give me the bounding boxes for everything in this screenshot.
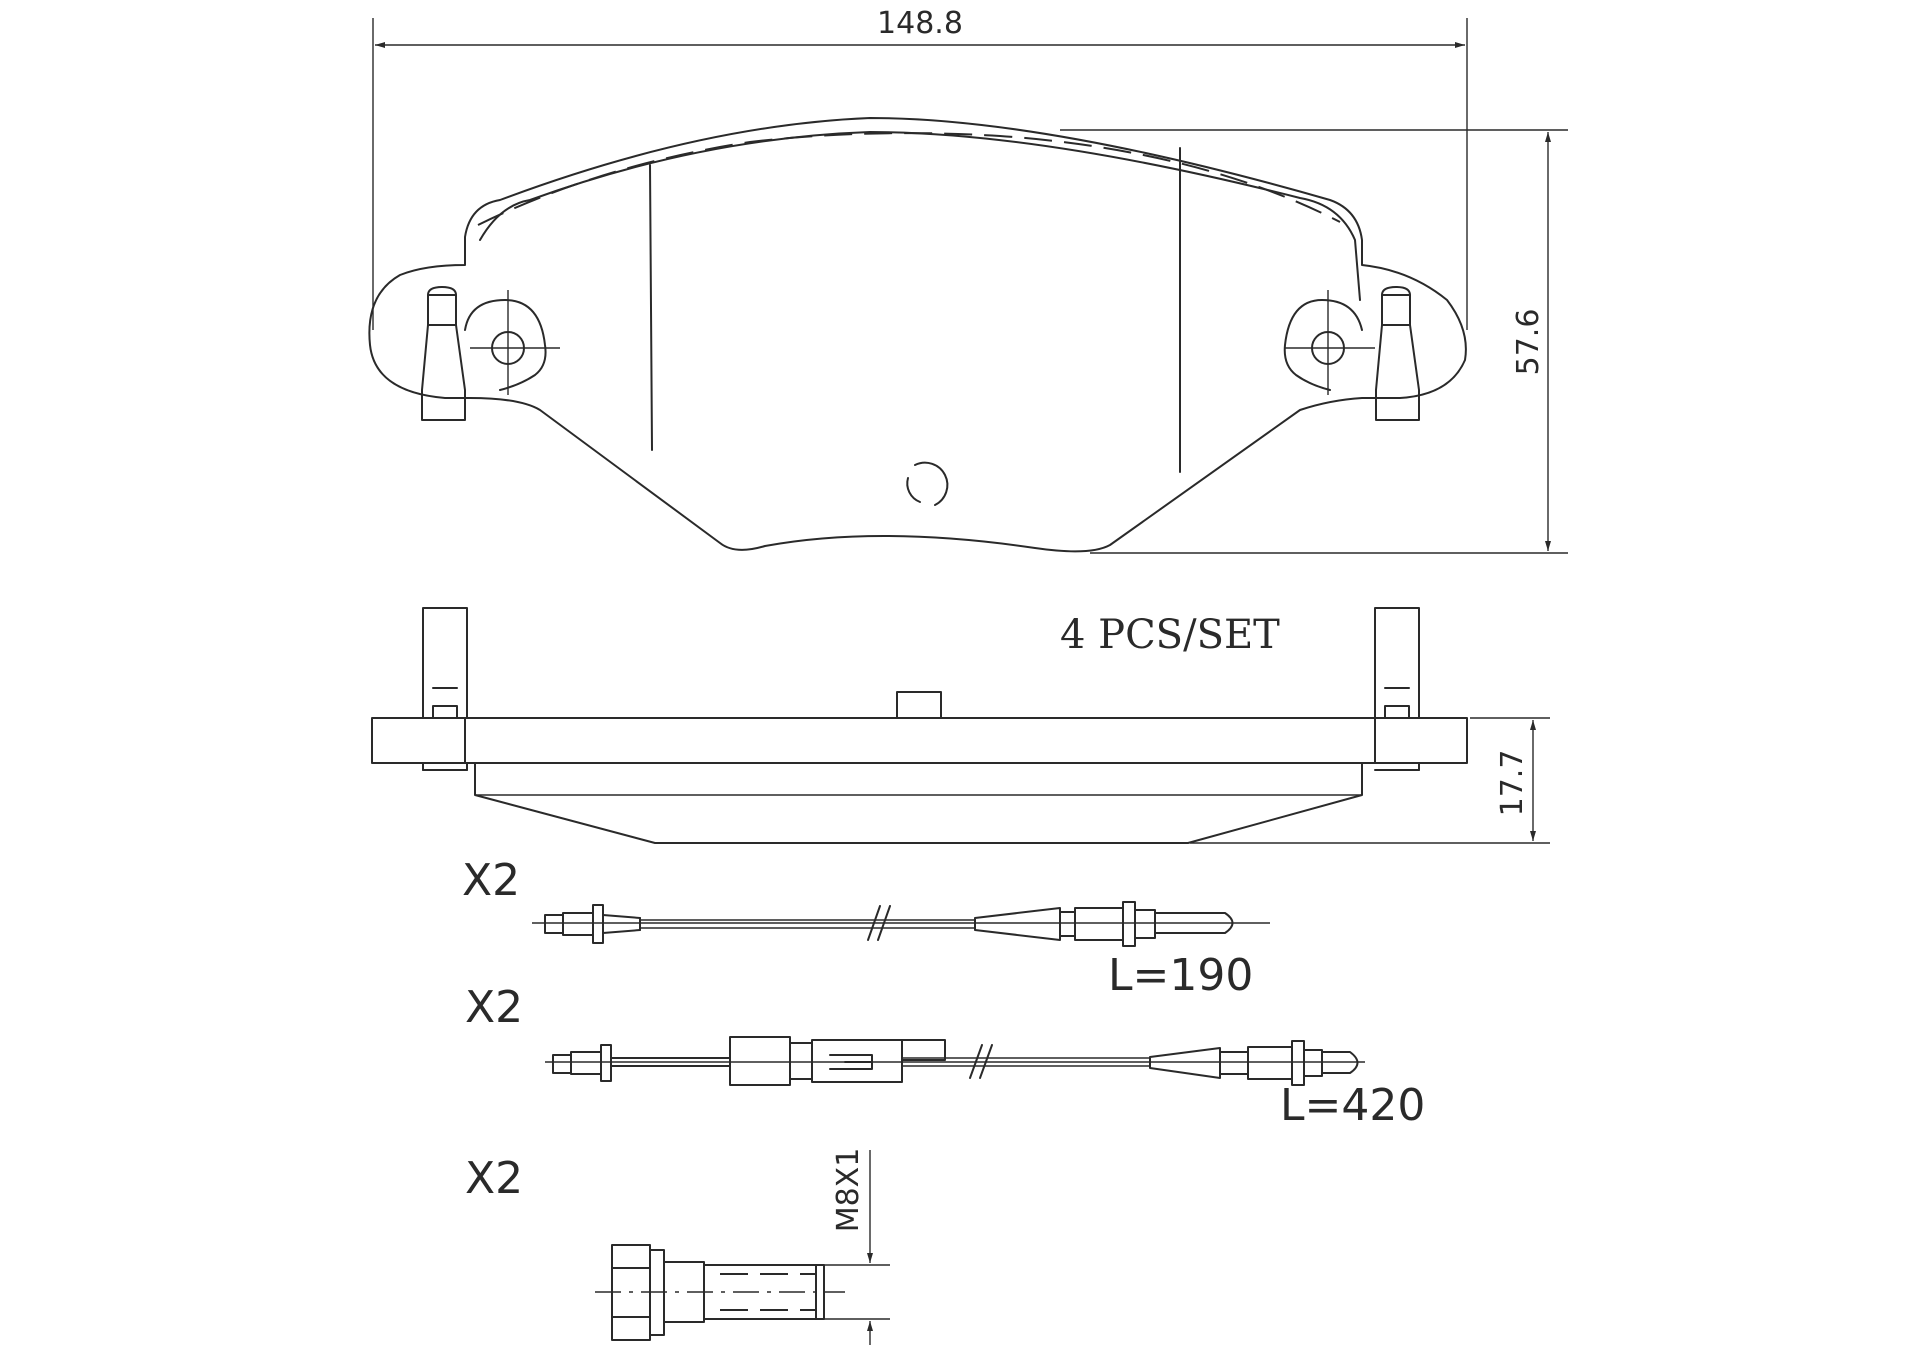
wear-sensor-short xyxy=(532,901,1270,947)
height-dimension: 57.6 xyxy=(1060,129,1568,554)
friction-material-outline xyxy=(479,131,1361,301)
right-mounting-boss xyxy=(1283,299,1363,391)
bolt-head xyxy=(611,1244,651,1341)
sensor-long-length: L=420 xyxy=(1280,1080,1425,1131)
center-tab xyxy=(896,691,942,719)
left-pin-bracket xyxy=(421,294,466,421)
thickness-dimension: 17.7 xyxy=(1190,717,1550,844)
thickness-dimension-label: 17.7 xyxy=(1495,750,1530,817)
sensor-long-quantity: X2 xyxy=(465,982,523,1033)
backing-plate-side xyxy=(371,717,1468,764)
sensor-short-length: L=190 xyxy=(1108,950,1253,1001)
bolt-quantity: X2 xyxy=(465,1153,523,1204)
left-clip xyxy=(422,607,468,719)
left-mounting-boss xyxy=(464,299,547,391)
center-dimple xyxy=(906,461,949,506)
right-pin-bracket xyxy=(1375,294,1420,421)
pad-side-view xyxy=(371,607,1468,844)
height-dimension-label: 57.6 xyxy=(1511,309,1546,376)
pad-front-view xyxy=(368,117,1467,553)
width-dimension: 148.8 xyxy=(372,6,1468,330)
backing-plate-outline xyxy=(368,117,1467,553)
set-quantity-note: 4 PCS/SET xyxy=(1060,612,1280,658)
friction-material-side xyxy=(474,762,1363,844)
pad-slot-left xyxy=(649,164,653,451)
wear-sensor-long xyxy=(545,1036,1365,1086)
right-clip xyxy=(1374,607,1420,719)
width-dimension-label: 148.8 xyxy=(877,6,963,41)
bolt-thread-label: M8X1 xyxy=(831,1148,866,1233)
wear-indicator-line xyxy=(477,132,1341,226)
guide-bolt: M8X1 xyxy=(595,1148,890,1345)
sensor-short-quantity: X2 xyxy=(462,855,520,906)
sensor-connector xyxy=(729,1036,791,1086)
